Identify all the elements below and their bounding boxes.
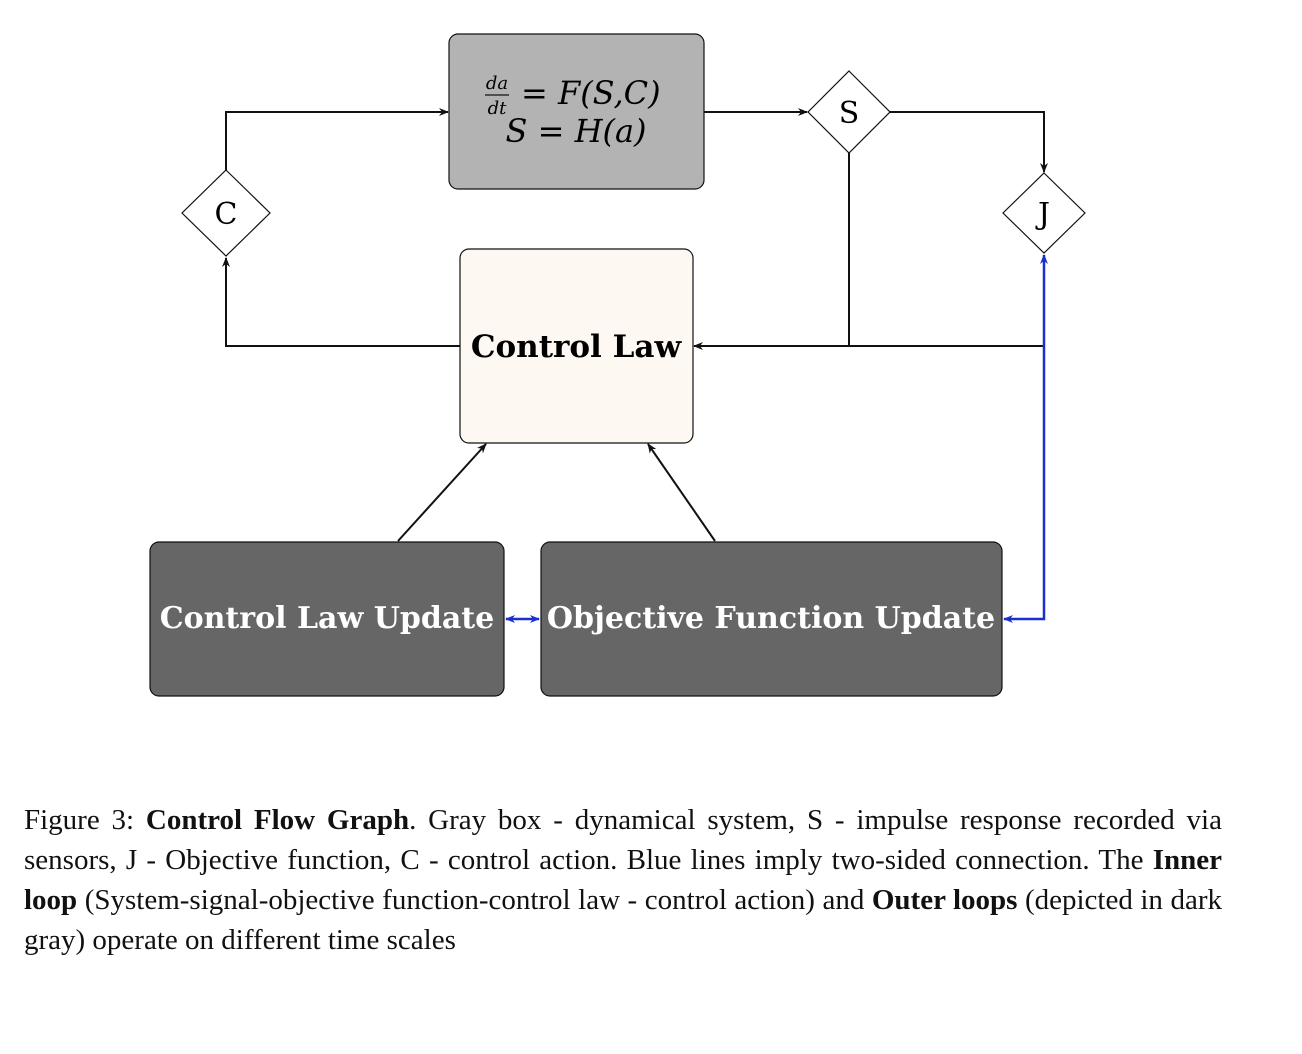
control-flow-diagram: da dt = F(S,C) S = H(a) Control Law Cont… bbox=[149, 33, 1086, 697]
caption-prefix: Figure 3: bbox=[24, 804, 146, 836]
caption-part3: (depicted in dark gray) operate on diffe… bbox=[24, 884, 1222, 956]
s-diamond: S bbox=[807, 70, 891, 154]
caption-part2: (System-signal-objective function-contro… bbox=[77, 884, 872, 916]
black-edges bbox=[222, 108, 1048, 542]
objective-function-update-label: Objective Function Update bbox=[547, 601, 995, 636]
caption-inner-loop: Inner loop bbox=[24, 844, 1222, 916]
edge-c-to-system bbox=[225, 108, 449, 170]
system-eq1-den: dt bbox=[488, 98, 508, 119]
c-diamond: C bbox=[181, 169, 271, 257]
system-eq1-num: da bbox=[486, 73, 508, 94]
edge-control-law-to-c bbox=[222, 257, 460, 347]
caption-part1: . Gray box - dynamical system, S - impul… bbox=[24, 804, 1222, 876]
control-law-update-box: Control Law Update bbox=[149, 541, 505, 697]
control-law-update-label: Control Law Update bbox=[160, 601, 495, 636]
system-eq1-rhs: = F(S,C) bbox=[521, 74, 661, 112]
c-diamond-label: C bbox=[215, 197, 238, 232]
j-diamond-label: J bbox=[1035, 197, 1050, 232]
control-law-box: Control Law bbox=[459, 248, 694, 444]
blue-edges bbox=[505, 254, 1048, 623]
s-diamond-label: S bbox=[839, 96, 860, 131]
figure-caption: Figure 3: Control Flow Graph. Gray box -… bbox=[24, 800, 1222, 960]
edge-clu-to-control-law bbox=[397, 443, 487, 542]
edge-s-to-j bbox=[890, 111, 1048, 173]
system-box: da dt = F(S,C) S = H(a) bbox=[448, 33, 705, 190]
edge-ofu-to-control-law bbox=[647, 443, 716, 542]
j-diamond: J bbox=[1002, 172, 1086, 254]
caption-outer-loops: Outer loops bbox=[871, 884, 1018, 916]
objective-function-update-box: Objective Function Update bbox=[540, 541, 1003, 697]
control-law-label: Control Law bbox=[471, 329, 683, 365]
caption-title: Control Flow Graph bbox=[145, 804, 410, 836]
edge-j-ofu-twosided bbox=[1003, 254, 1048, 623]
system-eq2: S = H(a) bbox=[505, 112, 646, 150]
